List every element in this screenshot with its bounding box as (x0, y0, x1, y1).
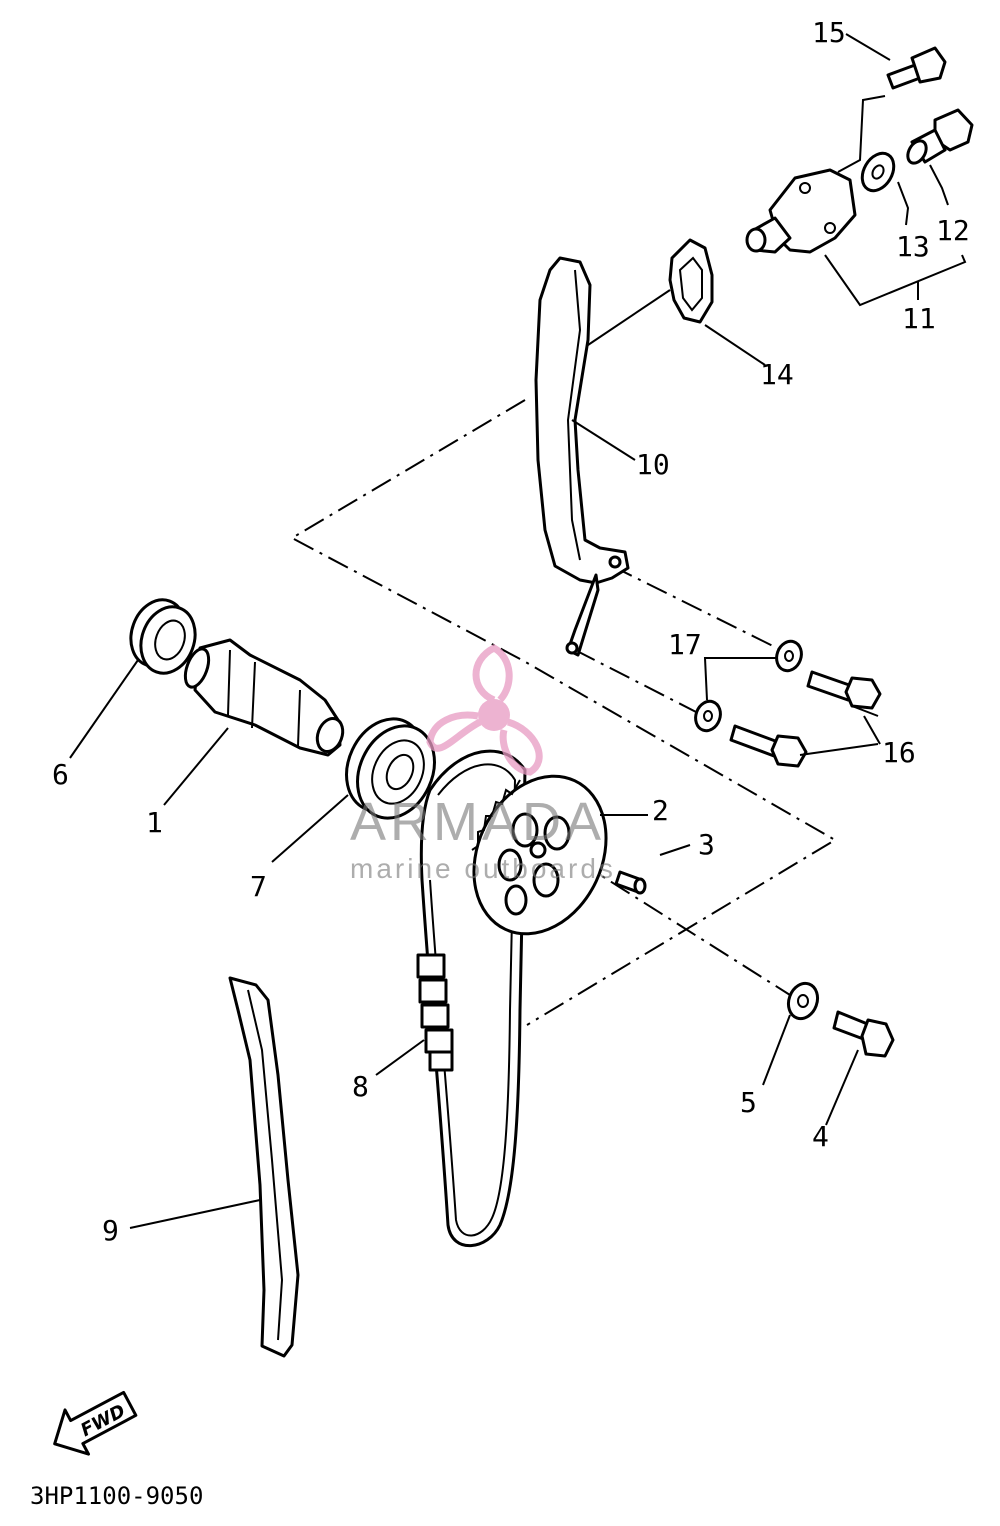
callout-labels: 15 13 12 11 14 10 17 16 6 1 7 2 3 5 4 8 … (52, 16, 970, 1247)
callout-2: 2 (652, 794, 669, 827)
watermark-tagline: marine outboards (350, 853, 616, 884)
part-5-washer (786, 981, 820, 1021)
callout-17: 17 (668, 628, 702, 661)
diagram-code: 3HP1100-9050 (30, 1482, 203, 1510)
fwd-arrow: FWD (53, 1390, 138, 1456)
callout-16: 16 (882, 736, 916, 769)
callout-9: 9 (102, 1214, 119, 1247)
part-14-gasket (668, 238, 714, 324)
part-15-bolt (886, 46, 947, 90)
part-8-timing-chain (416, 749, 527, 1248)
part-3-dowel-pin (614, 870, 647, 895)
part-6-bearing (129, 598, 197, 675)
part-10-tensioner-guide (534, 256, 630, 657)
armada-watermark: ARMADA marine outboards (350, 644, 616, 884)
callout-13: 13 (896, 230, 930, 263)
part-7-bearing (345, 717, 436, 820)
callout-1: 1 (146, 806, 163, 839)
propeller-logo-icon (426, 644, 543, 776)
part-9-chain-guide (228, 976, 300, 1358)
callout-3: 3 (698, 828, 715, 861)
callout-4: 4 (812, 1120, 829, 1153)
part-17-washers (694, 639, 803, 733)
callout-7: 7 (250, 870, 267, 903)
part-2-cam-sprocket (471, 774, 608, 936)
callout-6: 6 (52, 758, 69, 791)
callout-12: 12 (936, 214, 970, 247)
callout-11: 11 (902, 302, 936, 335)
part-12-plug-bolt (906, 108, 974, 165)
watermark-brand: ARMADA (350, 792, 605, 852)
callout-8: 8 (352, 1070, 369, 1103)
callout-15: 15 (812, 16, 846, 49)
leader-lines (69, 33, 967, 1229)
callout-5: 5 (740, 1086, 757, 1119)
part-11-tensioner-assembly (745, 168, 857, 254)
part-16-bolts (729, 670, 882, 768)
part-4-bolt (832, 1010, 895, 1058)
part-13-washer (860, 151, 896, 193)
callout-10: 10 (636, 448, 670, 481)
part-1-camshaft (183, 638, 345, 757)
callout-14: 14 (760, 358, 794, 391)
